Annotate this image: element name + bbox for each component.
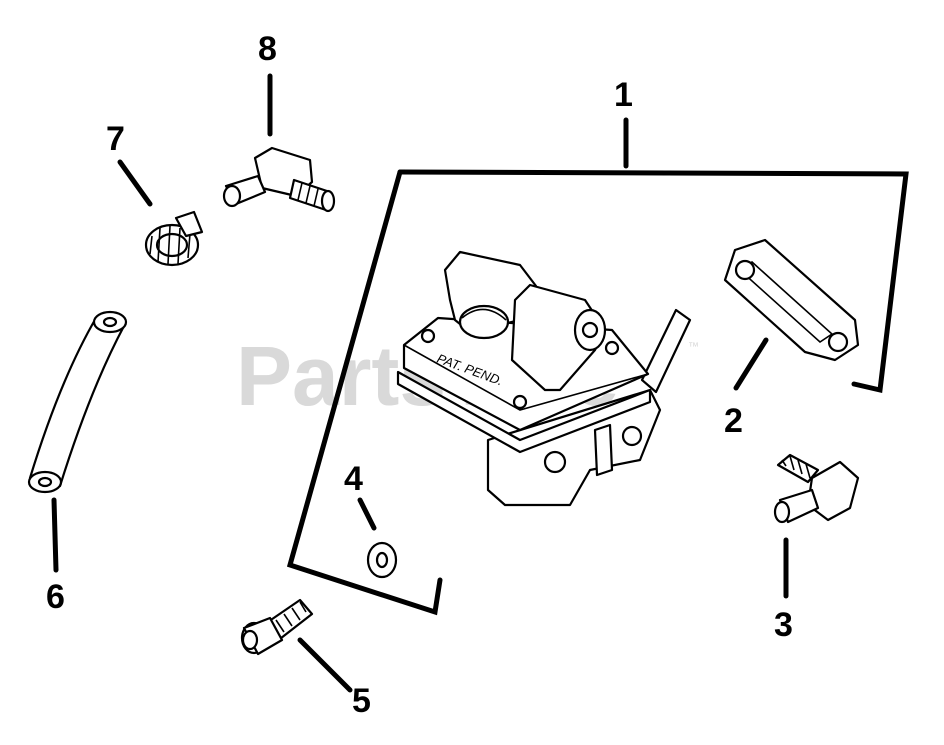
leader-2 (733, 337, 769, 391)
washer[interactable] (366, 541, 398, 579)
fuel-hose[interactable] (27, 310, 128, 494)
fuel-pump[interactable]: PAT. PEND. (396, 250, 692, 507)
callout-8: 8 (258, 30, 277, 68)
callout-6: 6 (46, 578, 65, 616)
assembly-bracket-left (286, 169, 443, 616)
gasket[interactable] (723, 238, 860, 362)
leader-4 (357, 497, 377, 531)
leader-6 (51, 497, 59, 573)
callout-5: 5 (352, 682, 371, 720)
leader-5 (297, 637, 353, 693)
elbow-fitting-8[interactable] (222, 146, 336, 213)
hose-clamp[interactable] (144, 210, 204, 267)
callout-7: 7 (106, 120, 125, 158)
callout-1: 1 (614, 76, 633, 114)
callout-4: 4 (344, 460, 363, 498)
callout-2: 2 (724, 402, 743, 440)
elbow-fitting-3[interactable] (773, 453, 860, 524)
screw[interactable] (240, 598, 314, 656)
leader-7 (117, 159, 153, 207)
assembly-bracket (397, 169, 909, 394)
callout-3: 3 (774, 606, 793, 644)
watermark-trademark: ™ (688, 341, 699, 353)
